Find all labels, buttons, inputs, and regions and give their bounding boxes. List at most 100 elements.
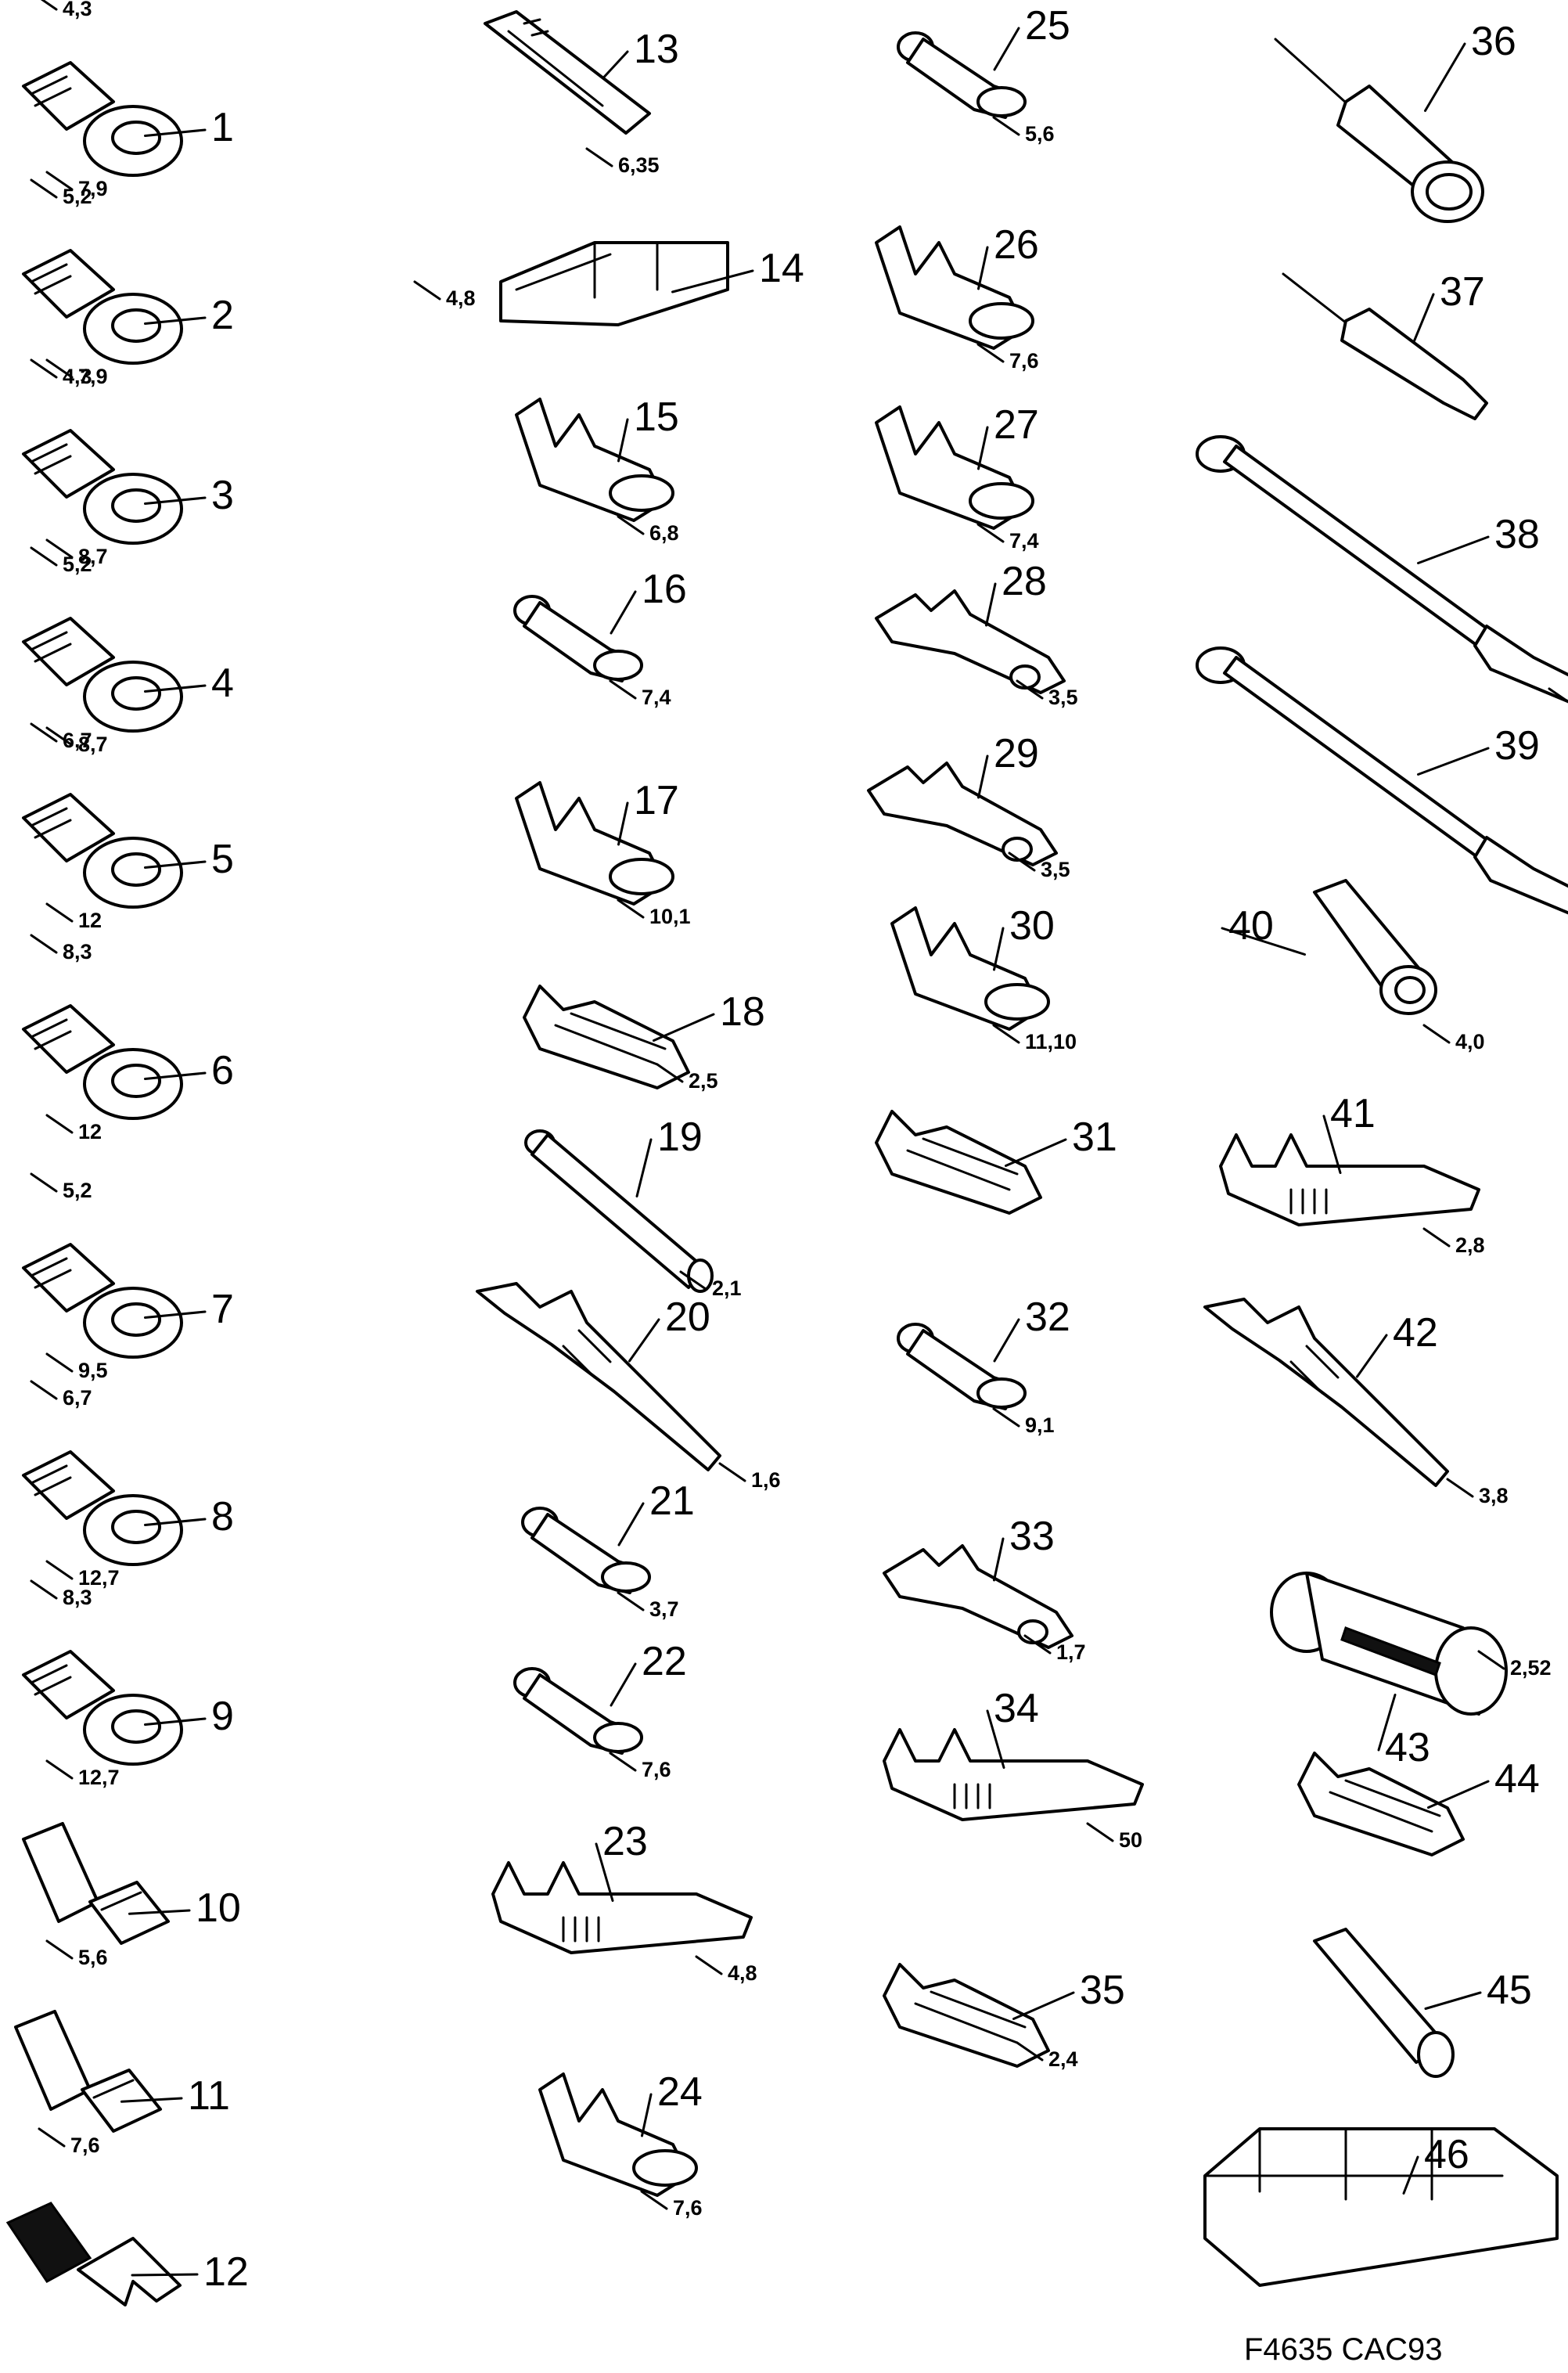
part-32: 329,1	[897, 1295, 1070, 1437]
part-5: 56,712	[22, 722, 234, 932]
leader-line	[993, 27, 1020, 71]
leader-line	[617, 801, 629, 846]
dimension-arrow	[45, 171, 74, 191]
dimension-arrow	[695, 1955, 723, 1975]
part-16: 167,4	[513, 567, 687, 709]
dimension-arrow	[45, 1939, 74, 1960]
dimension-label: 11,10	[1025, 1030, 1077, 1053]
dimension-arrow	[585, 147, 613, 167]
part-number: 31	[1072, 1114, 1117, 1160]
dimension-arrow	[640, 2190, 668, 2210]
leader-line	[144, 860, 207, 869]
dimension-label: 12	[78, 909, 102, 932]
dimension-label: 12	[78, 1120, 102, 1143]
dimension-arrow	[1016, 679, 1044, 700]
leader-line	[1356, 1334, 1388, 1378]
leader-line	[1424, 42, 1466, 112]
dimension-label: 2,1	[712, 1277, 742, 1300]
part-18: 182,5	[523, 985, 765, 1093]
dimension-arrow	[1086, 1822, 1114, 1842]
dimension-arrow	[45, 1352, 74, 1373]
dimension-arrow	[617, 515, 645, 535]
dimension-label: 5,2	[63, 553, 92, 576]
dimension-label: 8,3	[63, 1586, 92, 1609]
part-number: 39	[1494, 723, 1540, 769]
part-42: 423,8	[1203, 1298, 1509, 1507]
part-number: 36	[1471, 19, 1516, 64]
dimension-arrow	[40, 0, 58, 11]
dimension-arrow	[30, 358, 58, 379]
leader-line	[144, 1518, 207, 1526]
leader-line	[602, 50, 629, 79]
dimension-arrow	[609, 679, 637, 700]
leader-line	[977, 754, 989, 799]
dimension-label: 7,9	[78, 177, 108, 200]
leader-line	[1417, 535, 1490, 564]
leader-line	[144, 1717, 207, 1726]
part-35: 352,4	[883, 1963, 1125, 2071]
part-number: 13	[634, 27, 679, 72]
leader-line	[653, 1013, 715, 1042]
dimension-arrow	[609, 1752, 637, 1772]
part-25: 255,6	[897, 3, 1070, 146]
part-10: 105,6	[22, 1822, 241, 1969]
dimension-label: 7,4	[1009, 529, 1039, 553]
dimension-arrow	[617, 898, 645, 919]
part-36: 36	[1274, 19, 1516, 223]
part-12: 12	[5, 2202, 249, 2306]
leader-line	[993, 1318, 1020, 1363]
dimension-label: 5,6	[78, 1946, 108, 1969]
dimension-arrow	[38, 2127, 66, 2148]
part-number: 15	[634, 394, 679, 440]
dimension-label: 4,8	[728, 1961, 757, 1985]
part-46: 46	[1203, 2127, 1559, 2287]
part-number: 1	[211, 105, 234, 150]
part-number: 7	[211, 1287, 234, 1332]
dimension-label: 5,2	[63, 185, 92, 208]
leader-line	[986, 1709, 1005, 1769]
part-43: 432,52	[1270, 1572, 1552, 1770]
part-number: 24	[657, 2069, 703, 2115]
dimension-arrow	[1422, 1024, 1451, 1044]
dimension-label: 8,7	[78, 733, 108, 756]
dimension-arrow	[976, 523, 1005, 543]
part-8: 86,712,7	[22, 1380, 234, 1590]
part-40: 404,0	[1221, 879, 1485, 1053]
part-number: 32	[1025, 1295, 1070, 1340]
dimension-arrow	[45, 902, 74, 923]
part-number: 12	[203, 2249, 249, 2295]
dimension-arrow	[992, 116, 1020, 136]
leader-line	[977, 246, 989, 290]
part-13: 136,35	[484, 10, 679, 177]
part-22: 227,6	[513, 1639, 687, 1781]
part-number: 38	[1494, 512, 1540, 557]
part-number: 9	[211, 1694, 234, 1739]
dimension-label: 2,52	[1510, 1656, 1552, 1680]
leader-line	[144, 684, 207, 693]
leader-line	[1402, 2155, 1419, 2195]
leader-line	[617, 418, 629, 463]
dimension-arrow	[1422, 1227, 1451, 1248]
part-4: 45,28,7	[22, 546, 234, 756]
dimension-arrow	[45, 1560, 74, 1580]
part-number: 33	[1009, 1514, 1055, 1559]
leader-line	[985, 582, 997, 627]
leader-line	[1427, 1780, 1490, 1809]
dimension-arrow	[976, 343, 1005, 363]
leader-line	[144, 1071, 207, 1080]
leader-line	[1322, 1114, 1342, 1174]
part-27: 277,4	[875, 402, 1039, 553]
dimension-arrow	[1008, 852, 1036, 872]
leader-line	[617, 1502, 645, 1547]
part-number: 6	[211, 1048, 234, 1093]
dimension-label: 7,6	[1009, 349, 1039, 373]
dimension-label: 12,7	[78, 1566, 120, 1590]
dimension-label: 12,7	[78, 1766, 120, 1789]
part-number: 2	[211, 293, 234, 338]
dimension-arrow	[30, 934, 58, 954]
part-7: 75,29,5	[22, 1172, 234, 1382]
dimension-arrow	[45, 1114, 74, 1134]
leader-line	[671, 269, 754, 293]
part-number: 16	[642, 567, 687, 612]
